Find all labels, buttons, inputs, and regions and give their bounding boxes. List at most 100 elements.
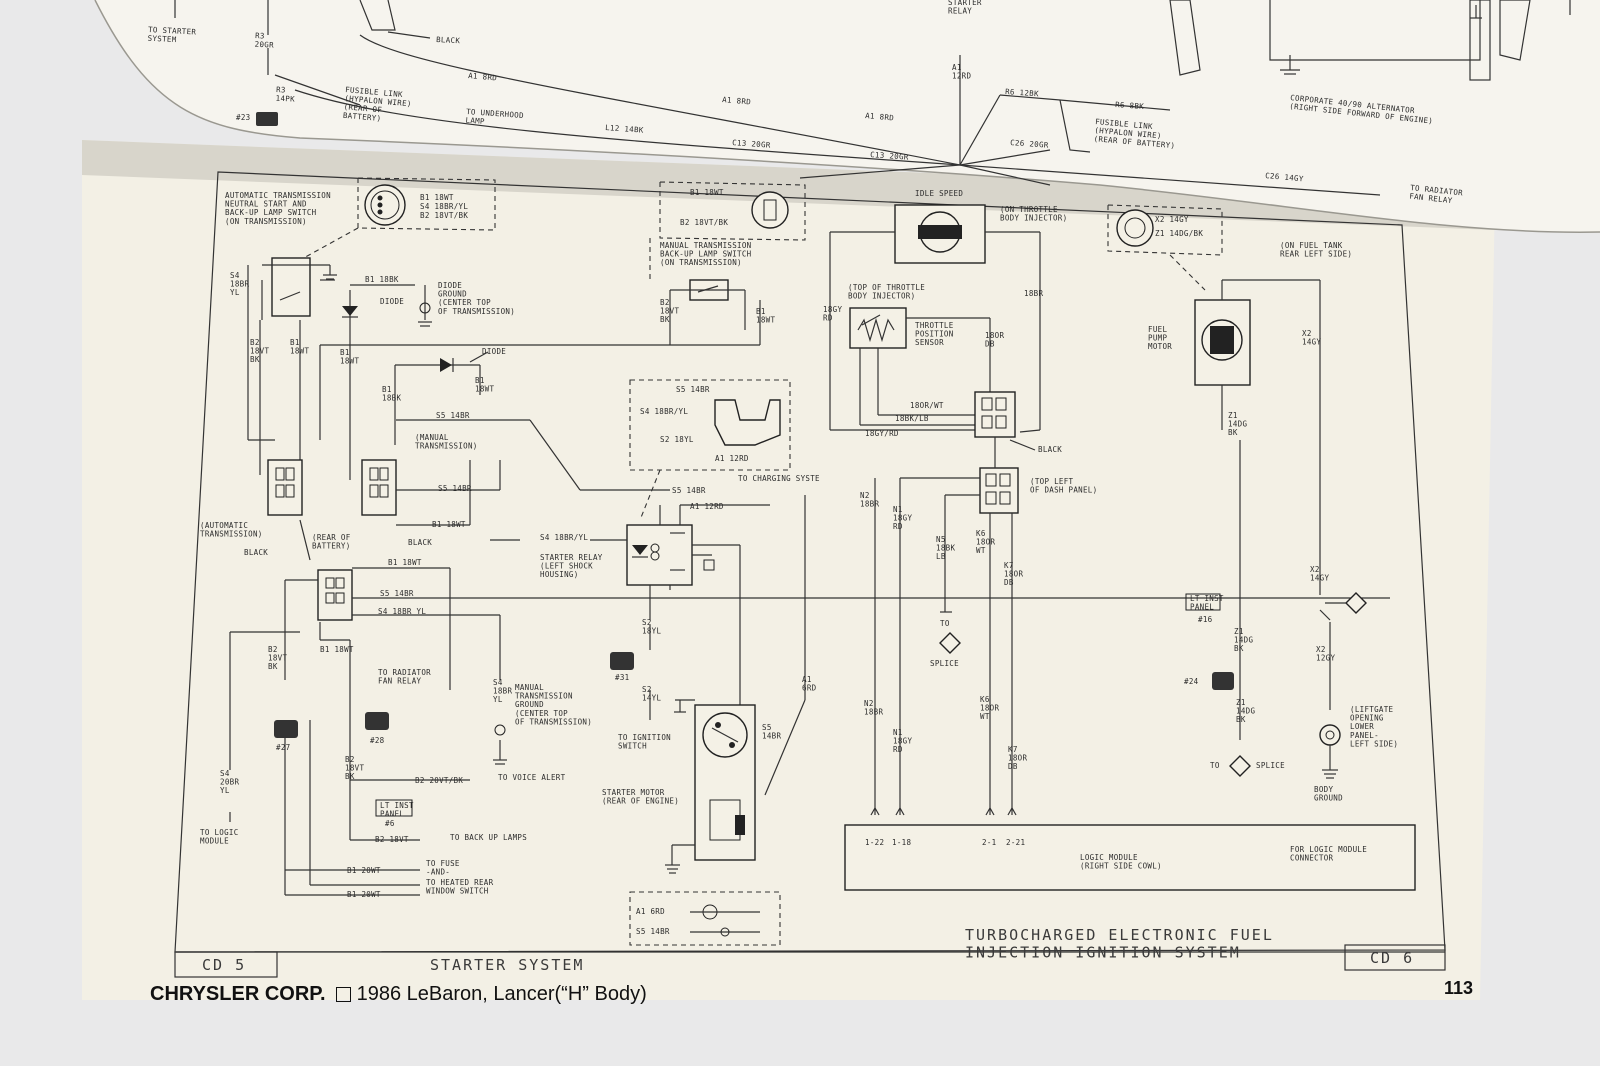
lbl-a1-6rd-conn: A1 6RD	[636, 907, 665, 916]
lbl-relay-conn-a1: A1 12RD	[715, 454, 749, 463]
top-page-wiring	[174, 0, 1571, 196]
lbl-ref-16: #16	[1198, 615, 1213, 624]
lower-page	[82, 140, 1495, 1000]
lbl-to-voice-alert: TO VOICE ALERT	[498, 773, 566, 782]
lbl-idle-speed: IDLE SPEED	[915, 189, 963, 198]
lbl-ref-31: #31	[615, 673, 629, 682]
lbl-to-underhood: TO UNDERHOODLAMP	[465, 107, 524, 129]
lbl-to-fuse: TO FUSE-AND-	[426, 859, 460, 877]
lbl-s4-18br-yl: S4 18BR YL	[378, 607, 426, 616]
lbl-relay-conn-s2: S2 18YL	[660, 435, 694, 444]
lbl-conn-b1: B1 18WT	[420, 193, 454, 202]
top-page-labels: TO STARTERSYSTEM R320GR R314PK BLACK FUS…	[147, 0, 1463, 205]
lbl-ref-23: #23	[236, 113, 250, 122]
lbl-a1-8rd-1: A1 8RD	[468, 71, 498, 82]
lbl-b1-18wt-r: B1 18WT	[388, 558, 422, 567]
page-number: 113	[1444, 978, 1474, 998]
lbl-to-starter-system: TO STARTERSYSTEM	[147, 25, 196, 45]
footer-brand: CHRYSLER CORP.	[150, 982, 326, 1005]
lbl-18bk-lb: 18BK/LB	[895, 414, 929, 423]
lbl-a1-12rd: A1 12RD	[690, 502, 724, 511]
lbl-c13b: C13 20GR	[870, 150, 909, 162]
upper-page	[95, 0, 1600, 233]
lbl-fusible-left: FUSIBLE LINK(HYPALON WIRE)(REAR OFBATTER…	[343, 85, 413, 126]
lbl-18gy-rd-2: 18GY/RD	[865, 429, 899, 438]
lbl-diode2: DIODE	[482, 347, 506, 356]
lbl-to-n5: TO	[940, 619, 950, 628]
lbl-black2: BLACK	[244, 548, 268, 557]
lbl-a1-8rd-2: A1 8RD	[722, 95, 752, 106]
lbl-pin-21: 2-1	[982, 838, 996, 847]
lbl-18br: 18BR	[1024, 289, 1043, 298]
lbl-relay-conn-s5: S5 14BR	[676, 385, 710, 394]
lbl-starter-motor: STARTER MOTOR(REAR OF ENGINE)	[602, 788, 679, 806]
lbl-s4-18br-yl-2: S4 18BR/YL	[540, 533, 588, 542]
lbl-x2-14gy-conn: X2 14GY	[1155, 215, 1189, 224]
lbl-logic-module: LOGIC MODULE(RIGHT SIDE COWL)	[1080, 853, 1162, 871]
lbl-mbl-b2: B2 18VT/BK	[680, 218, 728, 227]
checkbox-square-icon	[335, 986, 351, 1002]
lbl-conn-b2: B2 18VT/BK	[420, 211, 468, 220]
lbl-l12: L12 14BK	[605, 123, 644, 135]
lbl-r3-14pk: R314PK	[275, 85, 295, 104]
diagram-frame	[174, 171, 1446, 978]
lbl-black-cd6: BLACK	[1038, 445, 1062, 454]
lbl-s5-14br-conn: S5 14BR	[636, 927, 670, 936]
lbl-r3: R320GR	[254, 31, 274, 50]
footer-model: 1986 LeBaron, Lancer(“H” Body)	[356, 982, 647, 1005]
cd6-wiring	[829, 204, 1416, 891]
lbl-diode1: DIODE	[380, 297, 404, 306]
lbl-b1-18wt-lower: B1 18WT	[320, 645, 354, 654]
cd5-wiring	[229, 177, 1390, 946]
lbl-b2-20vt-bk: B2 20VT/BK	[415, 776, 463, 785]
upper-page-edge	[94, 0, 1600, 233]
lbl-pin-118: 1-18	[892, 838, 911, 847]
lbl-a1-8rd-3: A1 8RD	[865, 111, 895, 122]
cd5-section-title: STARTER SYSTEM	[430, 956, 584, 974]
lbl-r6-8bk: R6 8BK	[1115, 100, 1145, 111]
lbl-splice-z1: SPLICE	[1256, 761, 1285, 770]
